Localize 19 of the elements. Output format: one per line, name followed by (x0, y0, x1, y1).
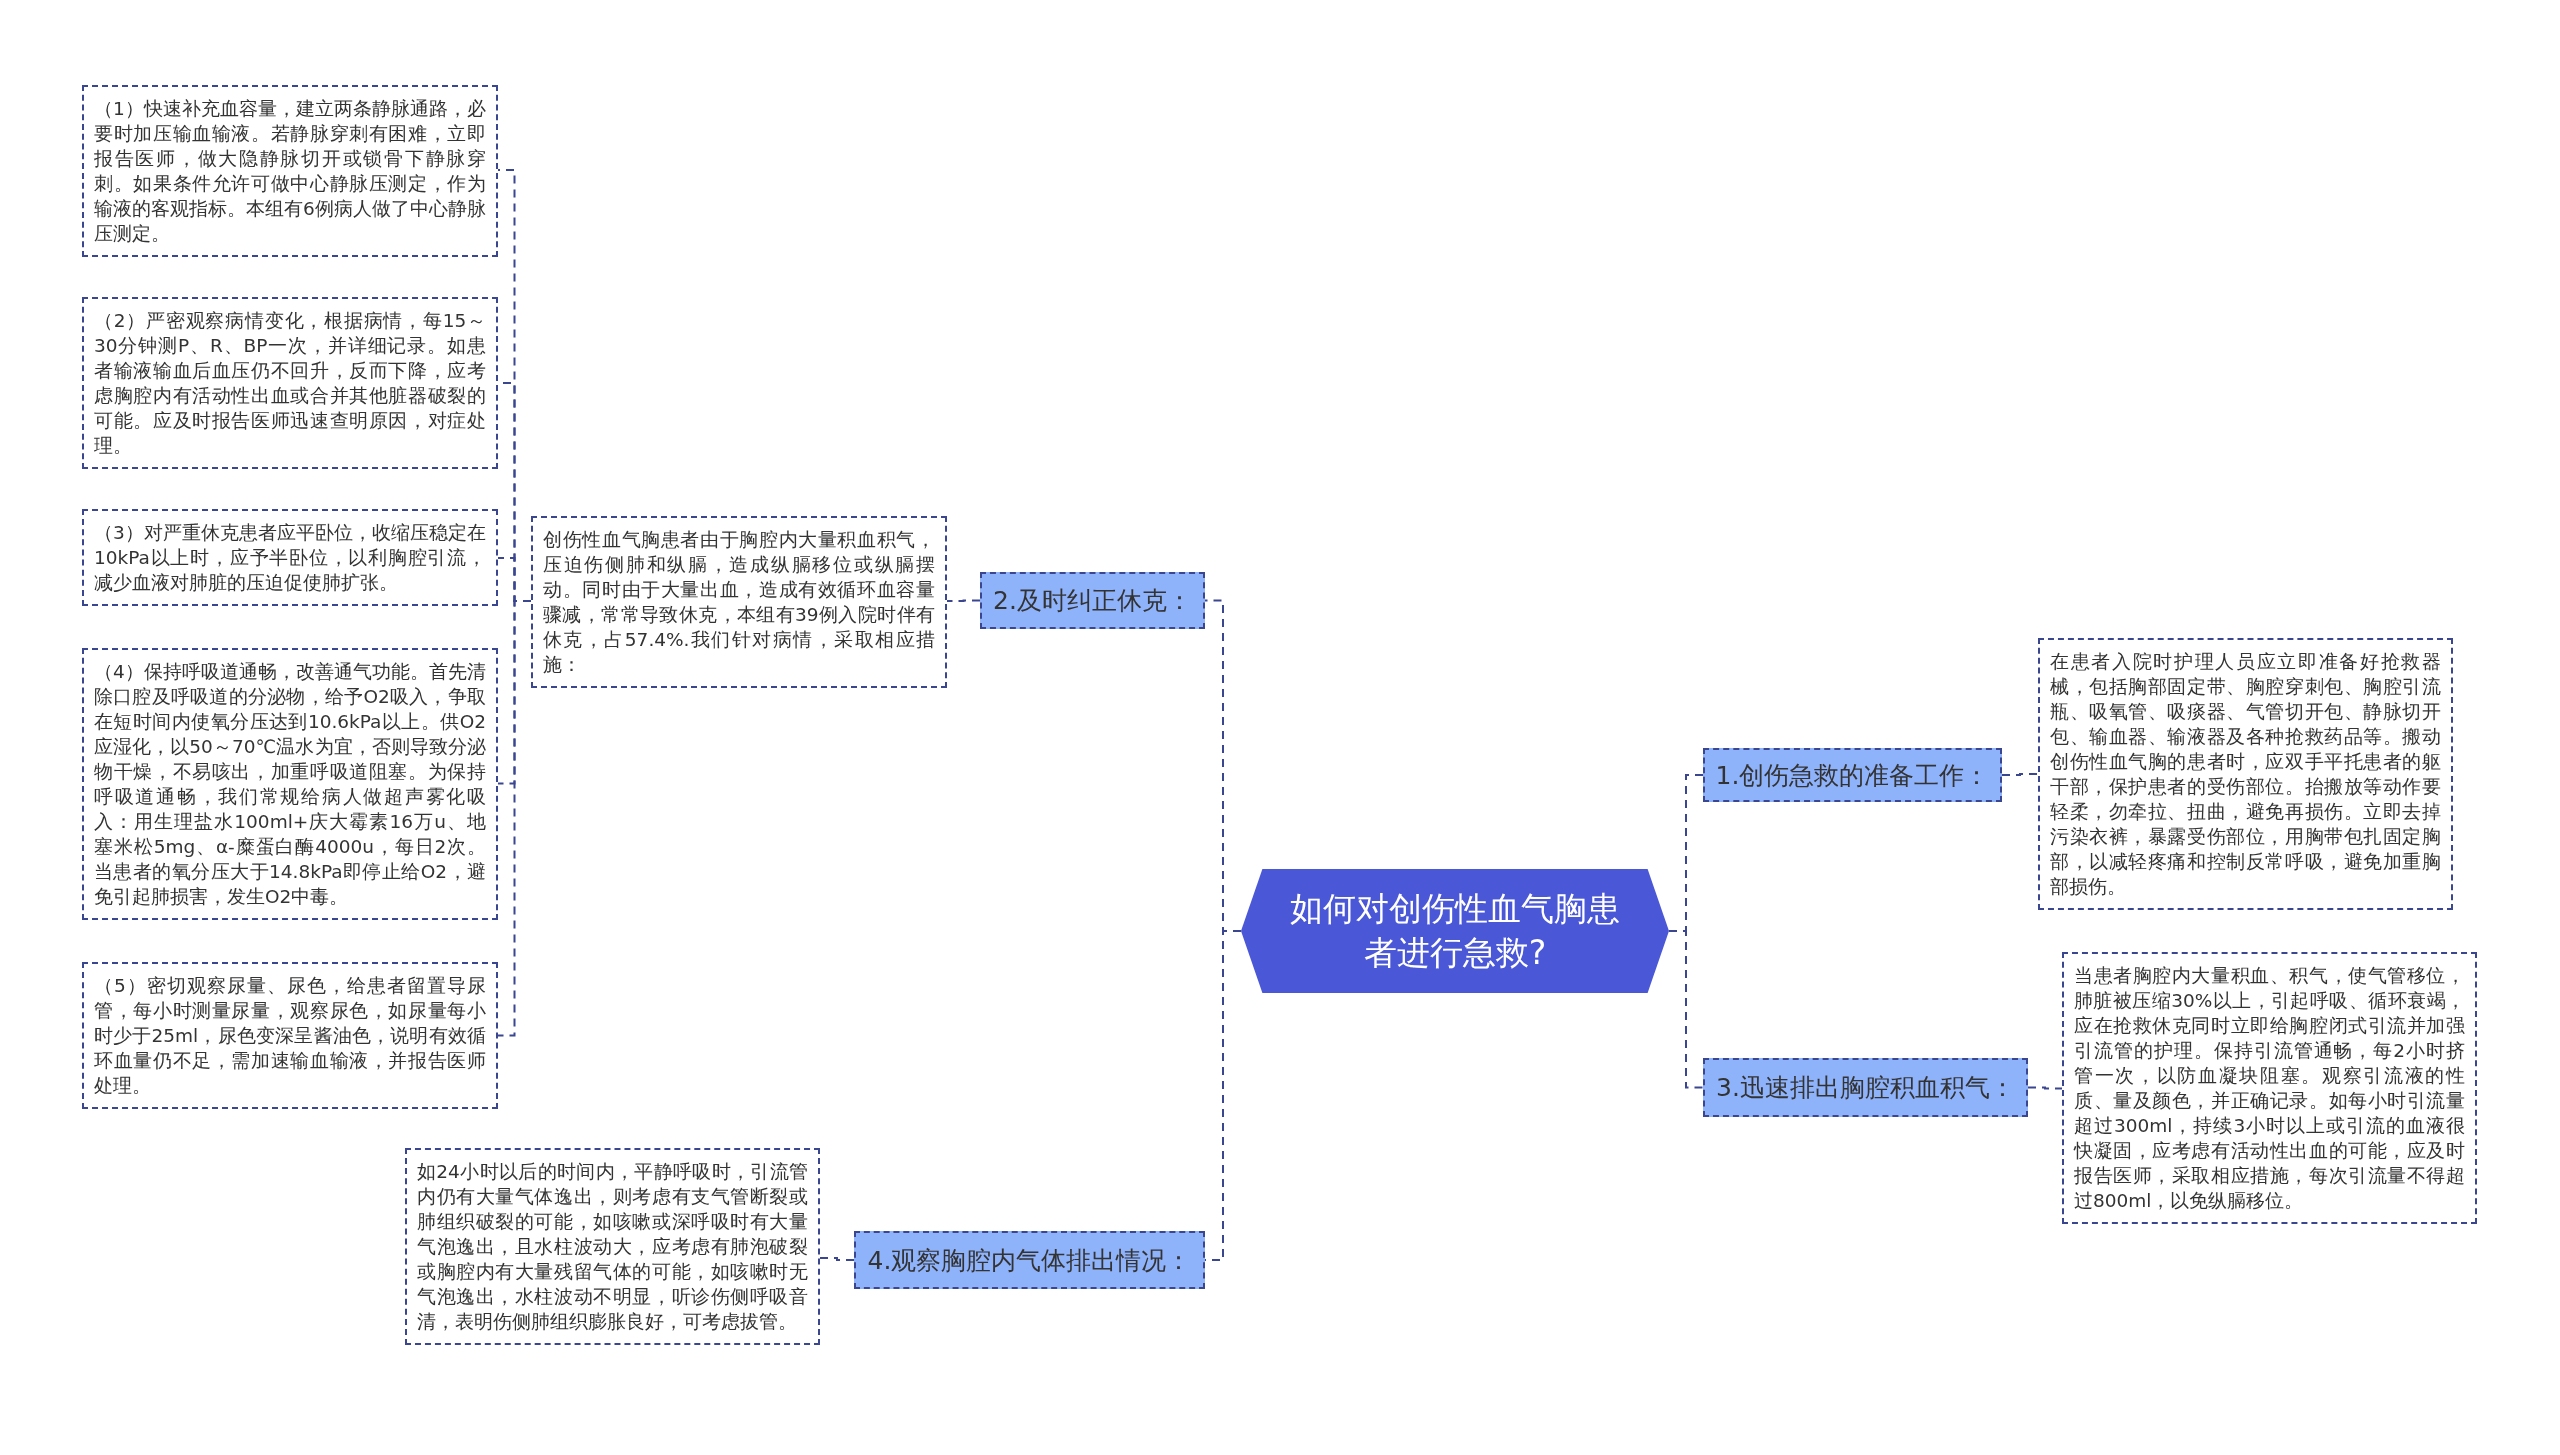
text-box: 在患者入院时护理人员应立即准备好抢救器械，包括胸部固定带、胸腔穿刺包、胸腔引流瓶、吸氧管、吸痰器、气管切开包、静脉切开包、输血器、输液器及各种抢救药品等。搬动创伤性血气胸的患者时，应双手平托患者的躯干部，保护患者的受伤部位。抬搬放等动作要轻柔，勿牵拉、扭曲，避免再损伤。立即去掉污染衣裤，暴露受伤部位，用胸带包扎固定胸部，以减轻疼痛和控制反常呼吸，避免加重胸部损伤。 (2038, 638, 2453, 910)
connector (2027, 1086, 2063, 1090)
topic-box: 如何对创伤性血气胸患者进行急救? (1241, 869, 1669, 993)
branch-box: 3.迅速排出胸腔积血积气： (1703, 1058, 2028, 1117)
text-box: （4）保持呼吸道通畅，改善通气功能。首先清除口腔及呼吸道的分泌物，给予O2吸入，争取在短时间内使氧分压达到10.6kPa以上。供O2应湿化，以50～70℃温水为宜，否则导致分泌物干燥，不易咳出，加重呼吸道阻塞。为保持呼吸道通畅，我们常规给病人做超声雾化吸入：用生理盐水100ml+庆大霉素16万u、地塞米松5mg、α-糜蛋白酶4000u，每日2次。当患者的氧分压大于14.8kPa即停止给O2，避免引起肺损害，发生O2中毒。 (82, 648, 498, 920)
text-box: 当患者胸腔内大量积血、积气，使气管移位，肺脏被压缩30%以上，引起呼吸、循环衰竭，应在抢救休克同时立即给胸腔闭式引流并加强引流管的护理。保持引流管通畅，每2小时挤管一次，以防血凝块阻塞。观察引流液的性质、量及颜色，并正确记录。如每小时引流量超过300ml，持续3小时以上或引流的血液很快凝固，应考虑有活动性出血的可能，应及时报告医师，采取相应措施，每次引流量不得超过800ml，以免纵膈移位。 (2062, 952, 2477, 1224)
branch-box: 2.及时纠正休克： (980, 572, 1205, 629)
branch-box: 4.观察胸腔内气体排出情况： (854, 1231, 1205, 1289)
text-box: 创伤性血气胸患者由于胸腔内大量积血积气，压迫伤侧肺和纵膈，造成纵膈移位或纵膈摆动。同时由于大量出血，造成有效循环血容量骤减，常常导致休克，本组有39例入院时伴有休克，占57.4%.我们针对病情，采取相应措施： (531, 516, 947, 688)
branch-box: 1.创伤急救的准备工作： (1703, 748, 2002, 802)
connector (946, 599, 981, 602)
text-box: （5）密切观察尿量、尿色，给患者留置导尿管，每小时测量尿量，观察尿色，如尿量每小时少于25ml，尿色变深呈酱油色，说明有效循环血量仍不足，需加速输血输液，并报告医师处理。 (82, 962, 498, 1109)
text-box: （3）对严重休克患者应平卧位，收缩压稳定在10kPa以上时，应予半卧位，以利胸腔引流，减少血液对肺脏的压迫促使肺扩张。 (82, 509, 498, 606)
connector (1668, 930, 1704, 1089)
connector (2001, 773, 2039, 776)
text-box: （1）快速补充血容量，建立两条静脉通路，必要时加压输血输液。若静脉穿刺有困难，立即报告医师，做大隐静脉切开或锁骨下静脉穿刺。如果条件允许可做中心静脉压测定，作为输液的客观指标。本组有6例病人做了中心静脉压测定。 (82, 85, 498, 257)
connector (819, 1257, 855, 1261)
text-box: （2）严密观察病情变化，根据病情，每15～30分钟测P、R、BP一次，并详细记录。如患者输液输血后血压仍不回升，反而下降，应考虑胸腔内有活动性出血或合并其他脏器破裂的可能。应及时报告医师迅速查明原因，对症处理。 (82, 297, 498, 469)
text-box: 如24小时以后的时间内，平静呼吸时，引流管内仍有大量气体逸出，则考虑有支气管断裂或肺组织破裂的可能，如咳嗽或深呼吸时有大量气泡逸出，且水柱波动大，应考虑有肺泡破裂或胸腔内有大量残留气体的可能，如咳嗽时无气泡逸出，水柱波动不明显，听诊伤侧呼吸音清，表明伤侧肺组织膨胀良好，可考虑拔管。 (405, 1148, 820, 1345)
